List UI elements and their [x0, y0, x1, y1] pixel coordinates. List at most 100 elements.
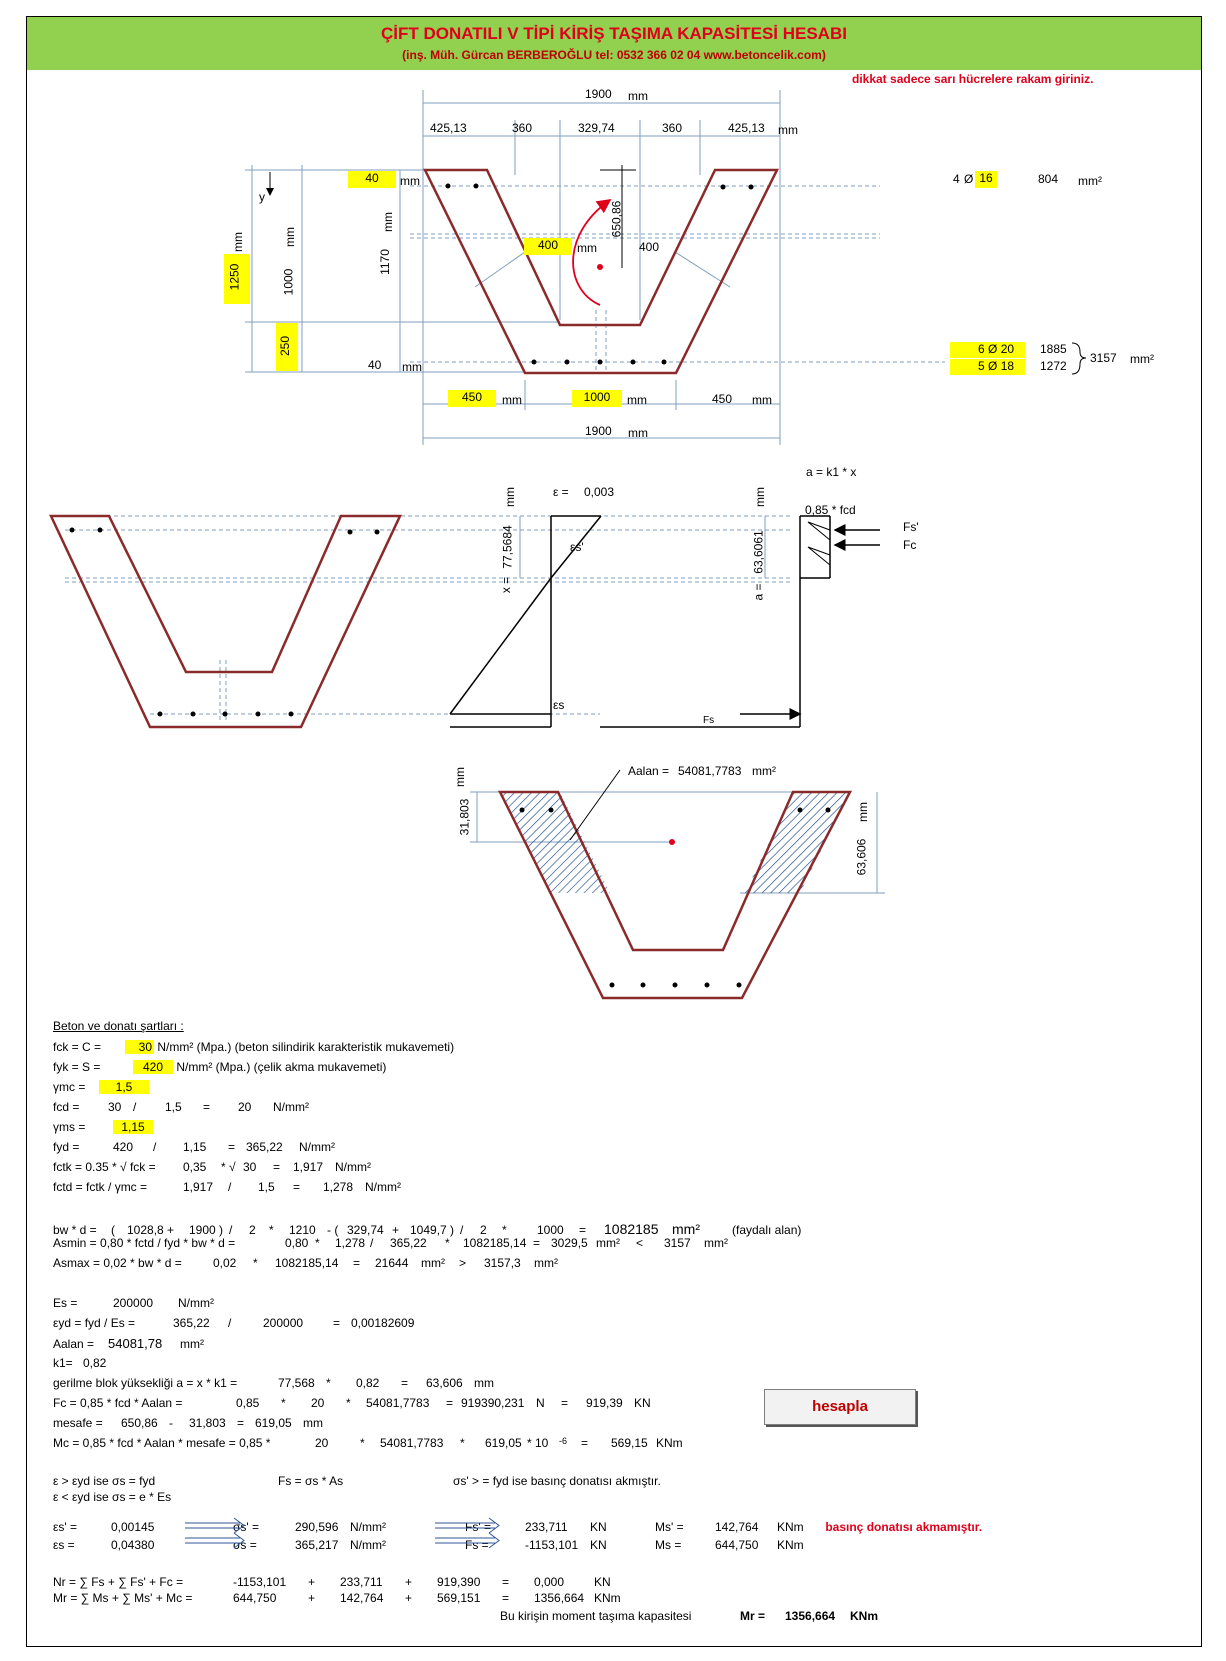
dim-2: 360 — [512, 121, 533, 135]
height-1: 31,803 — [457, 798, 472, 836]
unit-mm: mm — [577, 241, 597, 255]
epsilon-label: ε = — [553, 485, 569, 499]
unit-mm: mm — [503, 487, 517, 507]
gms-input[interactable]: 1,15 — [113, 1120, 153, 1134]
mr-row: Mr = ∑ Ms + ∑ Ms' + Mc =644,750+142,764+… — [53, 1591, 621, 1605]
unit-mm: mm — [400, 174, 420, 188]
eps-s-prime: εs' — [570, 540, 584, 554]
a-equation: a = k1 * x — [806, 465, 857, 479]
unit-mm: mm — [778, 123, 798, 137]
fs-prime-label: Fs' — [903, 520, 919, 534]
unit-mm: mm — [453, 767, 467, 787]
h-1000: 1000 — [281, 268, 296, 296]
fck-row: fck = C =30 N/mm² (Mpa.) (beton silindir… — [53, 1040, 455, 1054]
eyd-row: εyd = fyd / Es =365,22/200000=0,00182609 — [53, 1316, 415, 1330]
fc-row: Fc = 0,85 * fcd * Aalan =0,85*20*54081,7… — [53, 1396, 651, 1410]
axis-y-label: y — [259, 190, 265, 204]
bottom-right: 450 — [712, 392, 733, 406]
slab-width-input[interactable]: 400 — [524, 238, 572, 255]
aalan-label: Aalan = — [628, 764, 670, 778]
v-beam-section-2 — [49, 514, 402, 729]
a-value: 63,6061 — [751, 530, 766, 574]
page-frame — [26, 16, 1202, 1647]
unit-mm: mm — [231, 232, 245, 252]
fc-label: Fc — [903, 538, 917, 552]
stress-diagram — [600, 515, 880, 728]
compression-steel-note: basınç donatısı akmamıştır. — [825, 1520, 983, 1534]
page-subtitle: (inş. Müh. Gürcan BERBEROĞLU tel: 0532 3… — [402, 48, 826, 62]
x-label: x = — [499, 576, 514, 594]
dim-1: 425,13 — [430, 121, 467, 135]
cover-top-input[interactable]: 40 — [348, 171, 396, 188]
unit-mm: mm — [627, 393, 647, 407]
v-beam-compression-zone — [497, 790, 853, 1000]
x-value: 77,5684 — [500, 525, 515, 569]
slab-width-2: 400 — [639, 240, 660, 254]
unit-mm: mm — [628, 426, 648, 440]
h-1170: 1170 — [377, 249, 392, 275]
k1-row: k1=0,82 — [53, 1356, 107, 1370]
header-bar: ÇİFT DONATILI V TİPİ KİRİŞ TAŞIMA KAPASİ… — [27, 17, 1201, 70]
bwd-row: bw * d =(1028,8+1900)/2*1210- (329,74+10… — [53, 1221, 802, 1237]
top-bar-area: 804 — [1038, 172, 1059, 186]
v-beam-section — [422, 168, 780, 375]
unit-mm: mm — [856, 802, 870, 822]
fck-input[interactable]: 30 — [125, 1040, 154, 1054]
fcd-label: 0,85 * fcd — [805, 503, 856, 517]
height-2: 63,606 — [854, 838, 869, 876]
bottom-bar-area-2: 1272 — [1040, 359, 1067, 373]
rule-2: ε < εyd ise σs = e * Es — [53, 1490, 172, 1504]
lever-arm: 650,86 — [609, 200, 624, 238]
unit-mm: mm — [502, 393, 522, 407]
nr-row: Nr = ∑ Fs + ∑ Fs' + Fc =-1153,101+233,71… — [53, 1575, 611, 1589]
bottom-left-input[interactable]: 450 — [448, 390, 496, 407]
fs-label: Fs — [703, 715, 715, 726]
strain-diagram — [449, 515, 602, 728]
page-title: ÇİFT DONATILI V TİPİ KİRİŞ TAŞIMA KAPASİ… — [381, 24, 847, 43]
bottom-bar-row-2[interactable]: 5 Ø 18 — [950, 359, 1025, 375]
gmc-input[interactable]: 1,5 — [99, 1080, 149, 1094]
block-row: gerilme blok yüksekliği a = x * k1 =77,5… — [53, 1376, 494, 1390]
unit-mm: mm — [752, 393, 772, 407]
bottom-bar-row-1[interactable]: 6 Ø 20 — [950, 342, 1025, 358]
asmax-row: Asmax = 0,02 * bw * d =0,02*1082185,14=2… — [53, 1256, 558, 1270]
top-bar-dia-input[interactable]: 16 — [975, 171, 997, 188]
bottom-width-input[interactable]: 1000 — [572, 390, 622, 407]
asmin-row: Asmin = 0,80 * fctd / fyd * bw * d =0,80… — [53, 1236, 728, 1250]
mc-row: Mc = 0,85 * fcd * Aalan * mesafe = 0,85 … — [53, 1436, 683, 1450]
cover-bottom: 40 — [368, 358, 382, 372]
fyk-input[interactable]: 420 — [133, 1060, 173, 1074]
fyk-row: fyk = S =420 N/mm² (Mpa.) (çelik akma mu… — [53, 1060, 387, 1074]
bottom-bar-area-1: 1885 — [1040, 342, 1067, 356]
unit-mm2: mm² — [1078, 174, 1102, 188]
top-width: 1900 — [585, 87, 612, 101]
bottom-total-area: 3157 — [1090, 351, 1117, 365]
aalan-value: 54081,7783 — [678, 764, 742, 778]
calculate-button[interactable]: hesapla — [764, 1389, 916, 1425]
total-height-input[interactable]: 1250 — [224, 254, 250, 304]
eps-s: εs — [553, 698, 565, 712]
bottom-width: 1900 — [585, 424, 612, 438]
unit-mm: mm — [283, 227, 297, 247]
unit-mm: mm — [753, 487, 767, 507]
a-label: a = — [751, 583, 766, 601]
epsilon-value: 0,003 — [584, 485, 615, 499]
unit-mm: mm — [628, 89, 648, 103]
phi-symbol: Ø — [964, 172, 974, 186]
warning-text: dikkat sadece sarı hücrelere rakam girin… — [852, 72, 1094, 86]
top-bar-count: 4 — [953, 172, 960, 186]
h250-input[interactable]: 250 — [276, 323, 298, 371]
dim-4: 360 — [662, 121, 683, 135]
unit-mm2: mm² — [1130, 352, 1154, 366]
